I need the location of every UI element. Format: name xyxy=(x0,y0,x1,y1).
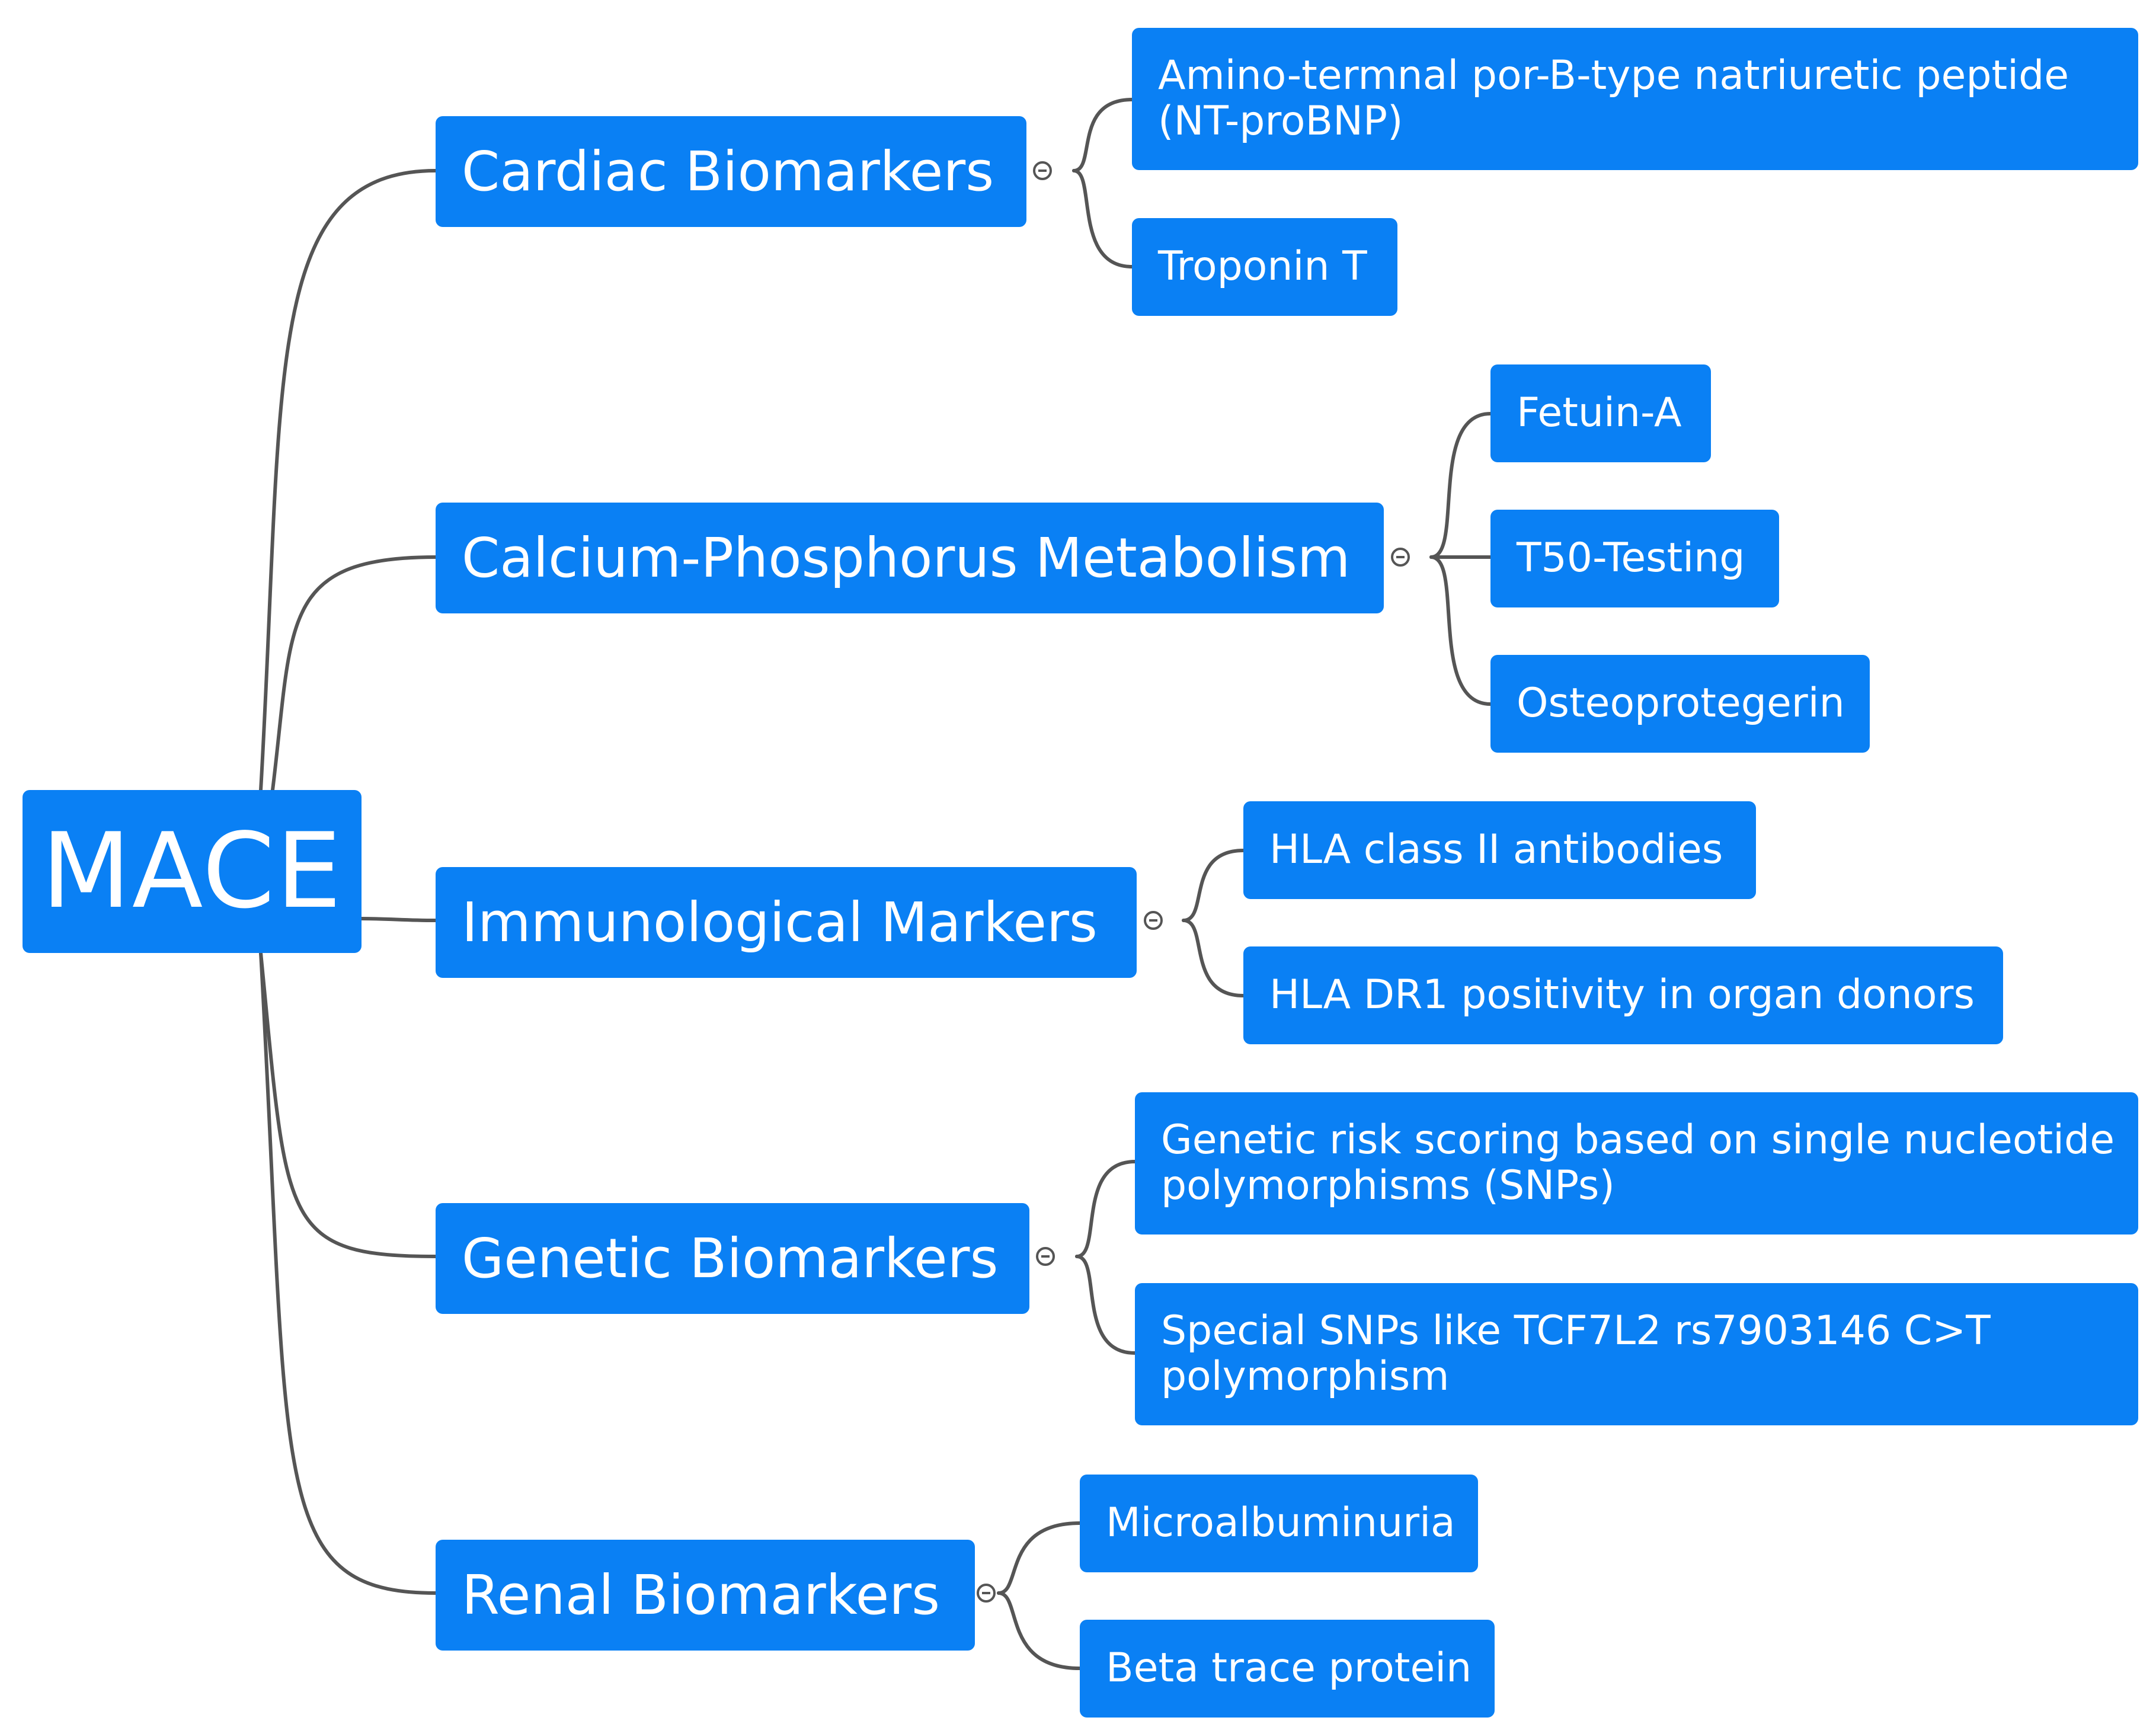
leaf-hla-class-ii-antibodies[interactable]: HLA class II antibodies xyxy=(1243,801,1756,899)
collapse-toggle-genetic-icon[interactable] xyxy=(1036,1247,1055,1266)
leaf-label: Genetic risk scoring based on single nuc… xyxy=(1161,1117,2115,1209)
branch-immunological-markers[interactable]: Immunological Markers xyxy=(436,867,1137,978)
leaf-label: HLA DR1 positivity in organ donors xyxy=(1269,971,1975,1019)
leaf-hla-dr1-positivity[interactable]: HLA DR1 positivity in organ donors xyxy=(1243,946,2003,1044)
leaf-label: Troponin T xyxy=(1158,243,1367,290)
leaf-label: Fetuin-A xyxy=(1517,389,1682,437)
leaf-label: Microalbuminuria xyxy=(1106,1499,1456,1547)
connector-immuno-hla-class xyxy=(1182,849,1245,922)
root-label: MACE xyxy=(41,811,343,932)
branch-label: Immunological Markers xyxy=(462,891,1098,954)
connector-root-renal xyxy=(259,951,437,1595)
collapse-toggle-calcium-icon[interactable] xyxy=(1391,548,1410,567)
leaf-osteoprotegerin[interactable]: Osteoprotegerin xyxy=(1490,655,1870,753)
connector-cardiac-troponin xyxy=(1072,169,1134,268)
connector-genetic-risk xyxy=(1075,1160,1137,1258)
branch-label: Renal Biomarkers xyxy=(462,1563,941,1627)
branch-label: Calcium-Phosphorus Metabolism xyxy=(462,526,1351,590)
leaf-label: T50-Testing xyxy=(1517,535,1745,582)
connector-calcium-osteoprotegerin xyxy=(1429,555,1492,706)
collapse-toggle-immunological-icon[interactable] xyxy=(1144,911,1163,930)
connector-root-immunological xyxy=(360,917,437,922)
connector-genetic-special xyxy=(1075,1255,1137,1355)
leaf-t50-testing[interactable]: T50-Testing xyxy=(1490,510,1779,607)
leaf-microalbuminuria[interactable]: Microalbuminuria xyxy=(1080,1475,1478,1572)
branch-calcium-phosphorus-metabolism[interactable]: Calcium-Phosphorus Metabolism xyxy=(436,503,1384,613)
leaf-label: Beta trace protein xyxy=(1106,1645,1472,1692)
collapse-toggle-renal-icon[interactable] xyxy=(977,1584,996,1603)
root-node-mace[interactable]: MACE xyxy=(23,790,362,953)
connector-root-calcium xyxy=(271,555,437,792)
leaf-label: Special SNPs like TCF7L2 rs7903146 C>T p… xyxy=(1161,1307,1991,1400)
leaf-nt-probnp[interactable]: Amino-termnal por-B-type natriuretic pep… xyxy=(1132,28,2138,170)
leaf-special-snps[interactable]: Special SNPs like TCF7L2 rs7903146 C>T p… xyxy=(1135,1283,2138,1425)
branch-label: Genetic Biomarkers xyxy=(462,1227,999,1290)
leaf-label: HLA class II antibodies xyxy=(1269,826,1723,874)
branch-cardiac-biomarkers[interactable]: Cardiac Biomarkers xyxy=(436,116,1026,227)
connector-root-genetic xyxy=(259,951,437,1258)
leaf-troponin-t[interactable]: Troponin T xyxy=(1132,218,1397,316)
leaf-label: Amino-termnal por-B-type natriuretic pep… xyxy=(1158,52,2069,145)
connector-root-cardiac xyxy=(259,169,437,792)
branch-genetic-biomarkers[interactable]: Genetic Biomarkers xyxy=(436,1203,1029,1314)
leaf-label: Osteoprotegerin xyxy=(1517,680,1845,727)
connector-immuno-hla-dr1 xyxy=(1182,919,1245,997)
connector-renal-micro xyxy=(997,1521,1082,1595)
connector-cardiac-ntprobnp xyxy=(1072,98,1134,172)
connector-calcium-fetuin xyxy=(1429,412,1492,559)
leaf-fetuin-a[interactable]: Fetuin-A xyxy=(1490,364,1711,462)
branch-label: Cardiac Biomarkers xyxy=(462,140,994,203)
connector-renal-beta xyxy=(997,1591,1082,1670)
leaf-beta-trace-protein[interactable]: Beta trace protein xyxy=(1080,1620,1495,1718)
branch-renal-biomarkers[interactable]: Renal Biomarkers xyxy=(436,1540,975,1651)
collapse-toggle-cardiac-icon[interactable] xyxy=(1033,161,1052,180)
leaf-genetic-risk-scoring[interactable]: Genetic risk scoring based on single nuc… xyxy=(1135,1092,2138,1235)
